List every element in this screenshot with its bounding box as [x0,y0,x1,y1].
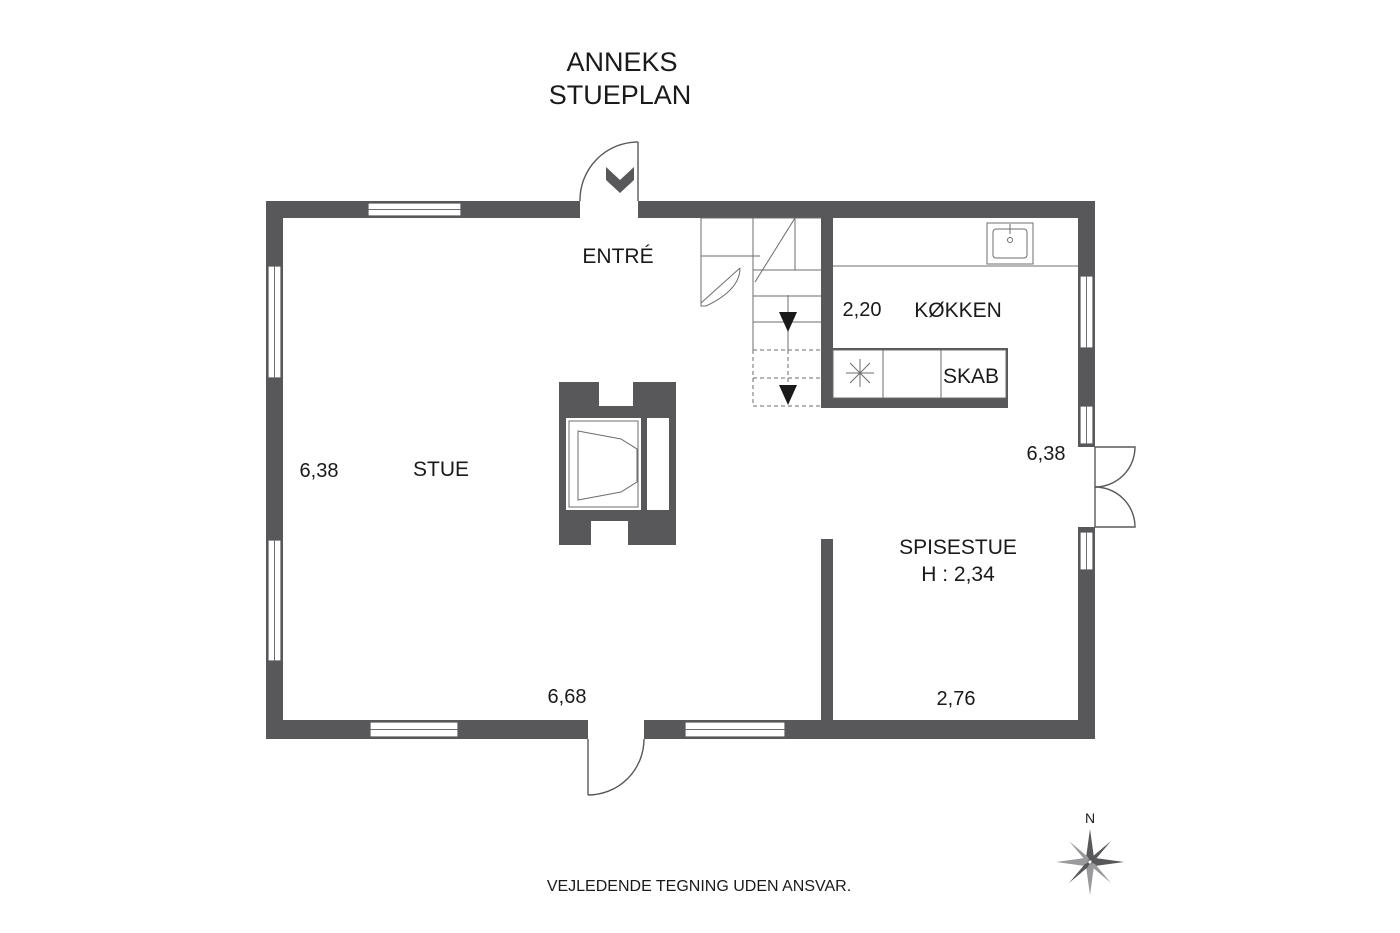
window-left-upper [267,265,282,379]
window-left-lower [267,539,282,662]
room-height-label: H : 2,34 [921,563,995,586]
sink-icon [986,222,1034,265]
bottom-door [587,738,645,796]
stair-arrow-lower-icon [779,385,797,405]
window-right-lower [1079,531,1094,571]
compass-rose-icon: N [1056,810,1124,895]
dimension-kokken-width: 2,20 [843,299,882,321]
kitchen-island [821,348,1008,408]
entrance-arrow-icon [606,167,634,193]
room-label-spisestue: SPISESTUE [899,536,1017,559]
plan-title-line1: ANNEKS [566,47,677,77]
stove-icon [846,359,874,387]
room-label-entre: ENTRÉ [582,245,653,268]
kitchen-counter [833,222,1078,267]
garden-double-door [1094,446,1136,528]
fireplace [559,382,676,545]
staircase [700,217,821,407]
plan-title-line2: STUEPLAN [549,80,692,110]
room-label-stue: STUE [413,458,469,481]
room-label-kokken: KØKKEN [914,299,1002,322]
windows [267,202,1094,738]
outer-walls [266,201,1095,739]
interior-walls [821,218,833,720]
dimension-stue-height: 6,38 [300,460,339,482]
stair-arrow-icon [779,312,797,332]
compass-north-label: N [1085,810,1095,826]
entrance-door [579,141,639,202]
window-bottom-right [684,721,786,738]
window-bottom-left [369,721,459,738]
dimension-bottom-right: 2,76 [937,688,976,710]
window-right-upper [1079,275,1094,349]
disclaimer-text: VEJLEDENDE TEGNING UDEN ANSVAR. [547,878,851,895]
window-top [367,202,462,217]
room-label-skab: SKAB [943,365,999,388]
dimension-bottom-left: 6,68 [548,686,587,708]
dimension-right-height: 6,38 [1027,443,1066,465]
window-right-middle [1079,405,1094,445]
